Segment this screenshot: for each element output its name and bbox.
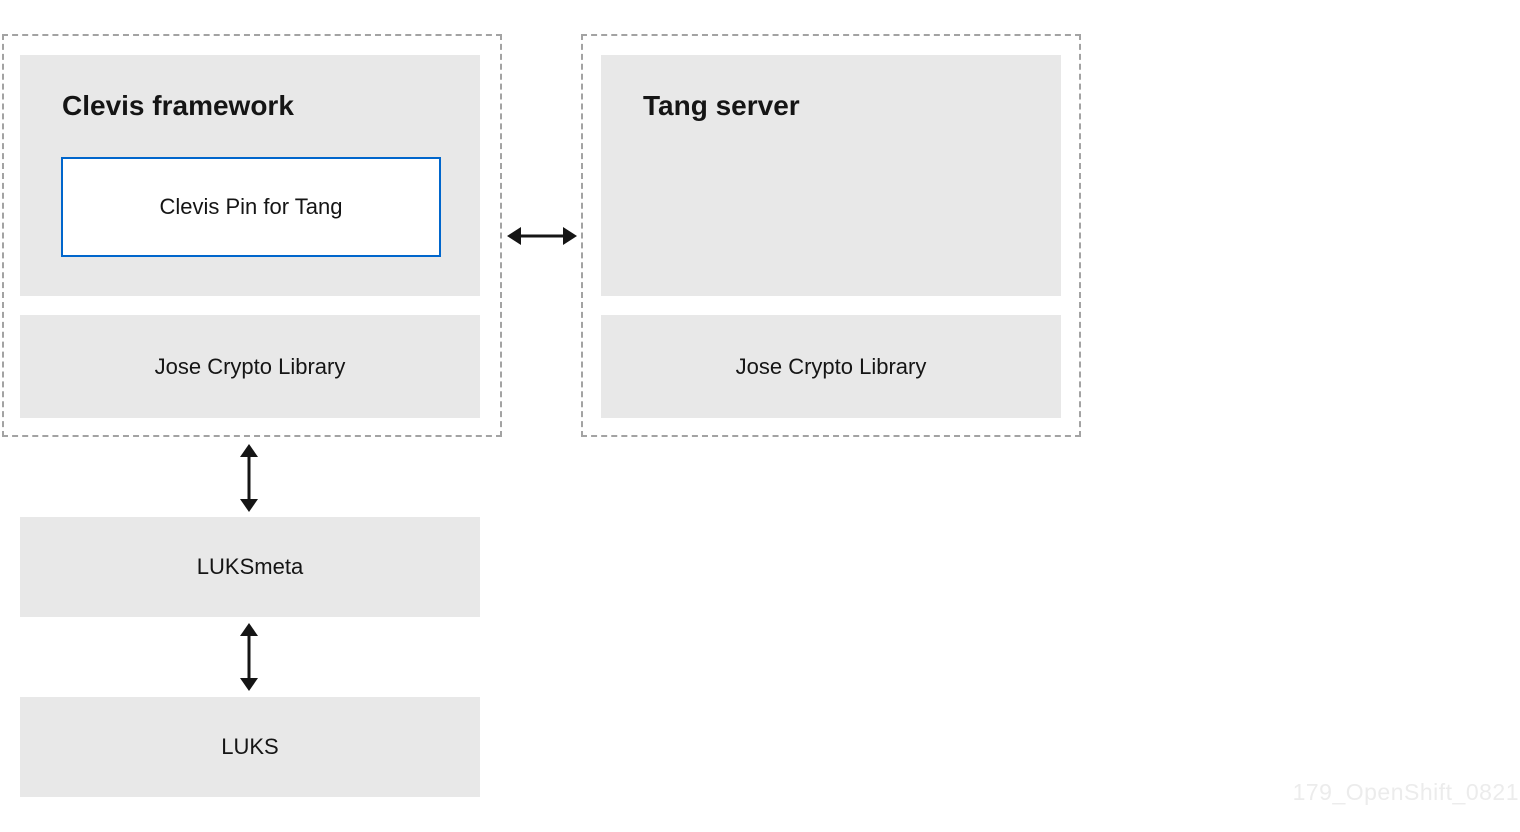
clevis-pin-for-tang-label: Clevis Pin for Tang [159,194,343,219]
tang-server-box: Tang server [601,55,1061,296]
figure-watermark: 179_OpenShift_0821 [1292,779,1519,805]
tang-group-box [581,34,1081,437]
tang-server-title: Tang server [643,90,800,121]
luksmeta-label: LUKSmeta [196,554,304,579]
jose-crypto-library-clevis-box: Jose Crypto Library [20,315,480,418]
clevis-tang-bidirectional-arrow-icon [507,227,577,245]
jose-crypto-library-tang-box: Jose Crypto Library [601,315,1061,418]
clevis-framework-box: Clevis framework Clevis Pin for Tang [20,55,480,296]
clevis-pin-for-tang-box: Clevis Pin for Tang [61,157,441,257]
luks-label: LUKS [221,734,279,759]
jose-crypto-library-tang-label: Jose Crypto Library [735,353,927,379]
jose-crypto-library-clevis-label: Jose Crypto Library [154,353,346,379]
luksmeta-luks-bidirectional-arrow-icon [240,623,258,691]
clevis-framework-title: Clevis framework [62,90,294,121]
luksmeta-box: LUKSmeta [20,517,480,617]
clevis-group-box [2,34,502,437]
luks-box: LUKS [20,697,480,797]
clevis-luksmeta-bidirectional-arrow-icon [240,444,258,512]
